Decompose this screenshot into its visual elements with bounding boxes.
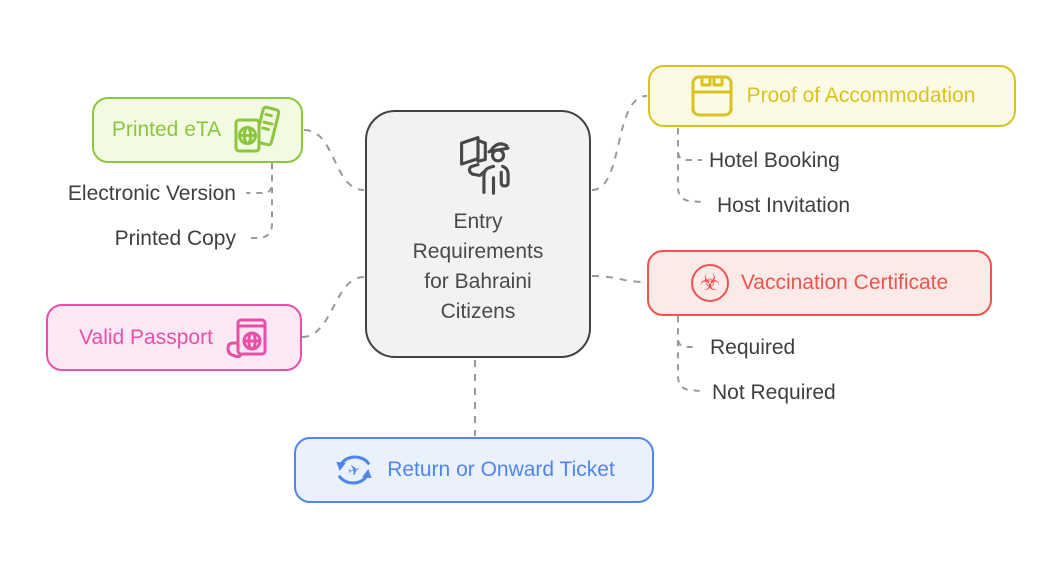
biohazard-glyph: ☣ xyxy=(699,269,721,296)
center-label-line: Citizens xyxy=(440,300,516,323)
center-label-line: Requirements xyxy=(412,240,544,263)
connector-vaccination-not-required xyxy=(677,316,702,392)
child-not-required: Not Required xyxy=(712,381,836,404)
branch-vaccination-certificate[interactable]: ☣ Vaccination Certificate xyxy=(647,250,992,316)
connector-center-vaccination-certificate xyxy=(591,275,647,283)
child-hotel-booking: Hotel Booking xyxy=(709,149,840,172)
passport-in-hand-icon xyxy=(225,316,269,360)
center-node-label: Entry Requirements for Bahraini Citizens xyxy=(413,207,544,327)
connector-valid-passport-center xyxy=(301,276,365,338)
center-label-line: Entry xyxy=(453,210,503,233)
immigration-officer-passport-icon xyxy=(441,134,515,201)
wardrobe-hotel-icon xyxy=(689,73,735,119)
branch-printed-eta[interactable]: Printed eTA xyxy=(92,97,303,163)
connector-center-proof-of-accommodation xyxy=(591,95,648,191)
plane-glyph: ✈ xyxy=(347,462,363,480)
connector-accommodation-hotel-booking xyxy=(677,128,702,161)
center-node-entry-requirements[interactable]: Entry Requirements for Bahraini Citizens xyxy=(365,110,591,358)
branch-return-or-onward-ticket[interactable]: ✈ Return or Onward Ticket xyxy=(294,437,654,503)
child-required: Required xyxy=(710,336,796,359)
child-host-invitation: Host Invitation xyxy=(717,194,851,217)
branch-return-or-onward-ticket-label: Return or Onward Ticket xyxy=(387,458,615,481)
connector-printed-eta-printed-copy xyxy=(248,163,273,239)
child-electronic-version: Electronic Version xyxy=(67,182,236,205)
eta-passport-ticket-icon xyxy=(233,105,283,155)
branch-proof-of-accommodation[interactable]: Proof of Accommodation xyxy=(648,65,1016,127)
center-label-line: for Bahraini xyxy=(424,270,532,293)
branch-valid-passport[interactable]: Valid Passport xyxy=(46,304,302,371)
branch-printed-eta-label: Printed eTA xyxy=(111,118,222,141)
child-printed-copy: Printed Copy xyxy=(114,227,236,250)
biohazard-icon: ☣ xyxy=(690,264,729,302)
branch-proof-of-accommodation-label: Proof of Accommodation xyxy=(746,84,976,107)
branch-vaccination-certificate-label: Vaccination Certificate xyxy=(740,271,949,294)
connector-accommodation-host-invitation xyxy=(677,128,703,203)
connector-printed-eta-electronic-version xyxy=(246,163,273,194)
round-trip-plane-icon: ✈ xyxy=(333,449,375,491)
connector-vaccination-required xyxy=(677,316,700,348)
connector-printed-eta-center xyxy=(303,129,365,191)
branch-valid-passport-label: Valid Passport xyxy=(79,325,213,349)
